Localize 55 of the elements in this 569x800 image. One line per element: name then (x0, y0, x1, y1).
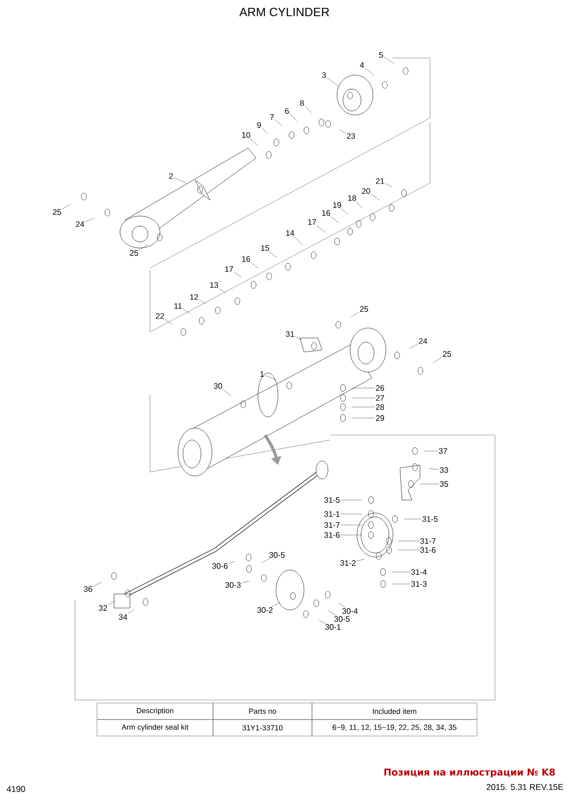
leader-line (138, 244, 148, 250)
leader-line (398, 540, 420, 542)
leader-line (250, 262, 258, 268)
leader-line (318, 620, 326, 624)
leader-line (272, 602, 280, 607)
leader-line (264, 375, 276, 380)
leader-line (290, 114, 297, 121)
leader-line (340, 524, 362, 526)
leader-line (404, 518, 422, 520)
leader-line (432, 357, 442, 364)
leader-line (174, 177, 187, 184)
position-note: Позиция на иллюстрации № K8 (384, 768, 555, 778)
leader-line (218, 288, 226, 294)
leader-line (384, 56, 394, 64)
page-number: 4190 (6, 786, 26, 792)
leader-line (304, 106, 312, 113)
leader-line (350, 312, 360, 318)
leader-line (92, 582, 102, 587)
leader-line (108, 600, 116, 606)
leader-line (182, 308, 190, 314)
leader-line (222, 389, 232, 396)
leader-line (268, 251, 278, 258)
leader-line (355, 201, 363, 208)
leader-line (262, 558, 270, 563)
leader-line (198, 300, 206, 304)
leader-line (250, 138, 258, 146)
leader-line (274, 119, 282, 126)
leader-line (241, 581, 250, 584)
leader-line (370, 194, 380, 200)
leader-line (294, 336, 302, 340)
revision-date: 2015. 5.31 REV.15E (486, 784, 564, 790)
leader-line (356, 559, 365, 562)
leader-line (338, 602, 346, 608)
leader-line (128, 609, 134, 614)
leader-line (364, 67, 374, 76)
leader-line (340, 534, 362, 536)
leader-line (228, 561, 236, 564)
leader-line (316, 225, 326, 233)
leader-line (409, 344, 418, 349)
leader-line (262, 128, 268, 134)
leader-line (384, 183, 392, 188)
leader-line (234, 272, 242, 278)
title: ARM CYLINDER (239, 8, 330, 16)
leader-line (424, 450, 438, 452)
leader-line (293, 236, 303, 246)
leader-line (328, 610, 337, 616)
leader-line (84, 218, 94, 222)
leader-line (340, 208, 348, 215)
leader-line (428, 468, 440, 470)
leader-line (62, 204, 72, 210)
leader-line (330, 216, 339, 223)
leader-line (340, 130, 346, 134)
leader-line (352, 406, 376, 408)
leader-line (326, 77, 338, 86)
leader-line (164, 319, 172, 324)
